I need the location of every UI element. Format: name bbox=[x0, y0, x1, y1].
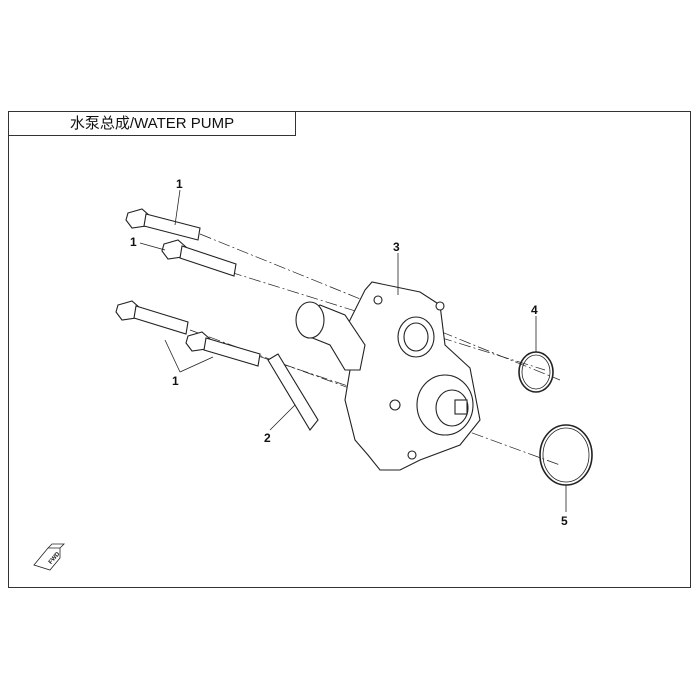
gasket-bracket bbox=[267, 353, 319, 431]
callout-4: 4 bbox=[531, 303, 538, 317]
diagram-frame bbox=[8, 111, 691, 588]
water-pump-housing bbox=[295, 281, 481, 471]
callout-1: 1 bbox=[130, 235, 137, 249]
callout-1: 1 bbox=[176, 177, 183, 191]
fwd-arrow-icon bbox=[33, 543, 65, 571]
o-ring-large bbox=[539, 424, 593, 486]
o-ring-small bbox=[518, 351, 554, 393]
diagram-title: 水泵总成/WATER PUMP bbox=[8, 111, 296, 136]
o-ring-large-inner bbox=[542, 427, 590, 483]
callout-2: 2 bbox=[264, 431, 271, 445]
bolt bbox=[125, 208, 201, 241]
callout-5: 5 bbox=[561, 514, 568, 528]
leader-lines bbox=[139, 189, 567, 512]
callout-1: 1 bbox=[172, 374, 179, 388]
bolt bbox=[185, 331, 261, 367]
callout-3: 3 bbox=[393, 240, 400, 254]
bolt bbox=[115, 300, 189, 335]
o-ring-small-inner bbox=[521, 354, 551, 390]
bolt bbox=[161, 239, 237, 277]
